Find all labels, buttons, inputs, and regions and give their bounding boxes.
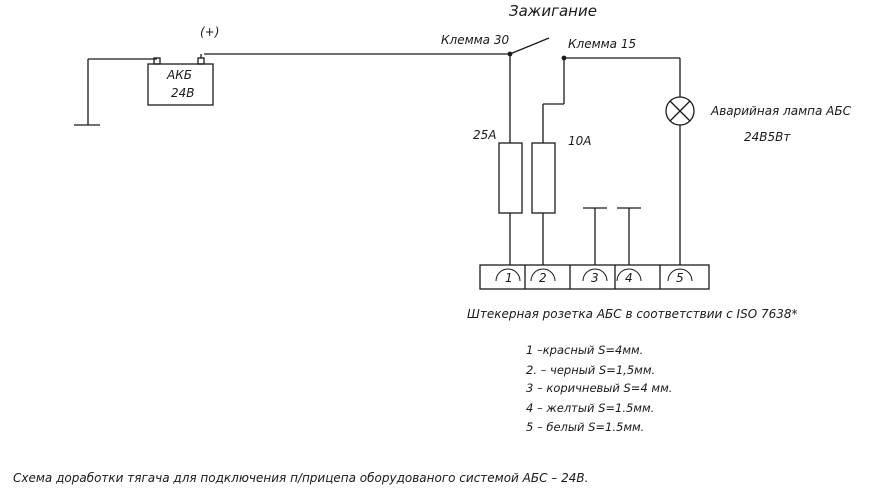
lamp-rating-label: 24В5Вт	[744, 130, 791, 144]
battery-terminal-positive	[197, 57, 205, 65]
fuse-10a-label: 10А	[568, 134, 592, 148]
wire-legend-3: 3 – коричневый S=4 мм.	[526, 381, 673, 395]
wire-legend-1: 1 –красный S=4мм.	[526, 343, 644, 357]
socket-pin-2: 2	[539, 271, 547, 285]
terminal15-label: Клемма 15	[568, 37, 637, 51]
wire-legend-4: 4 – желтый S=1.5мм.	[526, 401, 655, 415]
socket-pin-3: 3	[591, 271, 599, 285]
wire-legend-5: 5 – белый S=1.5мм.	[526, 420, 645, 434]
socket-caption: Штекерная розетка АБС в соответствии с I…	[467, 307, 798, 321]
battery-terminal-negative	[153, 57, 161, 65]
junction-terminal15	[561, 55, 567, 61]
ignition-label: Зажигание	[509, 2, 597, 20]
terminal30-label: Клемма 30	[441, 33, 510, 47]
lamp-label: Аварийная лампа АБС	[711, 104, 851, 118]
battery-voltage-label: 24В	[171, 86, 195, 100]
fuse-25a	[498, 142, 523, 214]
battery-box	[147, 63, 214, 106]
wire-legend-2: 2. – черный S=1,5мм.	[526, 363, 656, 377]
socket-pin-1: 1	[505, 271, 513, 285]
fuse-25a-label: 25А	[473, 128, 497, 142]
junction-terminal30	[507, 51, 513, 57]
battery-positive-label: (+)	[200, 25, 220, 39]
diagram-caption: Схема доработки тягача для подключения п…	[13, 471, 589, 485]
socket-pin-4: 4	[625, 271, 633, 285]
ignition-switch-blade	[509, 37, 550, 55]
socket-pin-5: 5	[676, 271, 684, 285]
fuse-10a	[531, 142, 556, 214]
abs-socket	[479, 264, 710, 290]
battery-label: АКБ	[167, 68, 192, 82]
